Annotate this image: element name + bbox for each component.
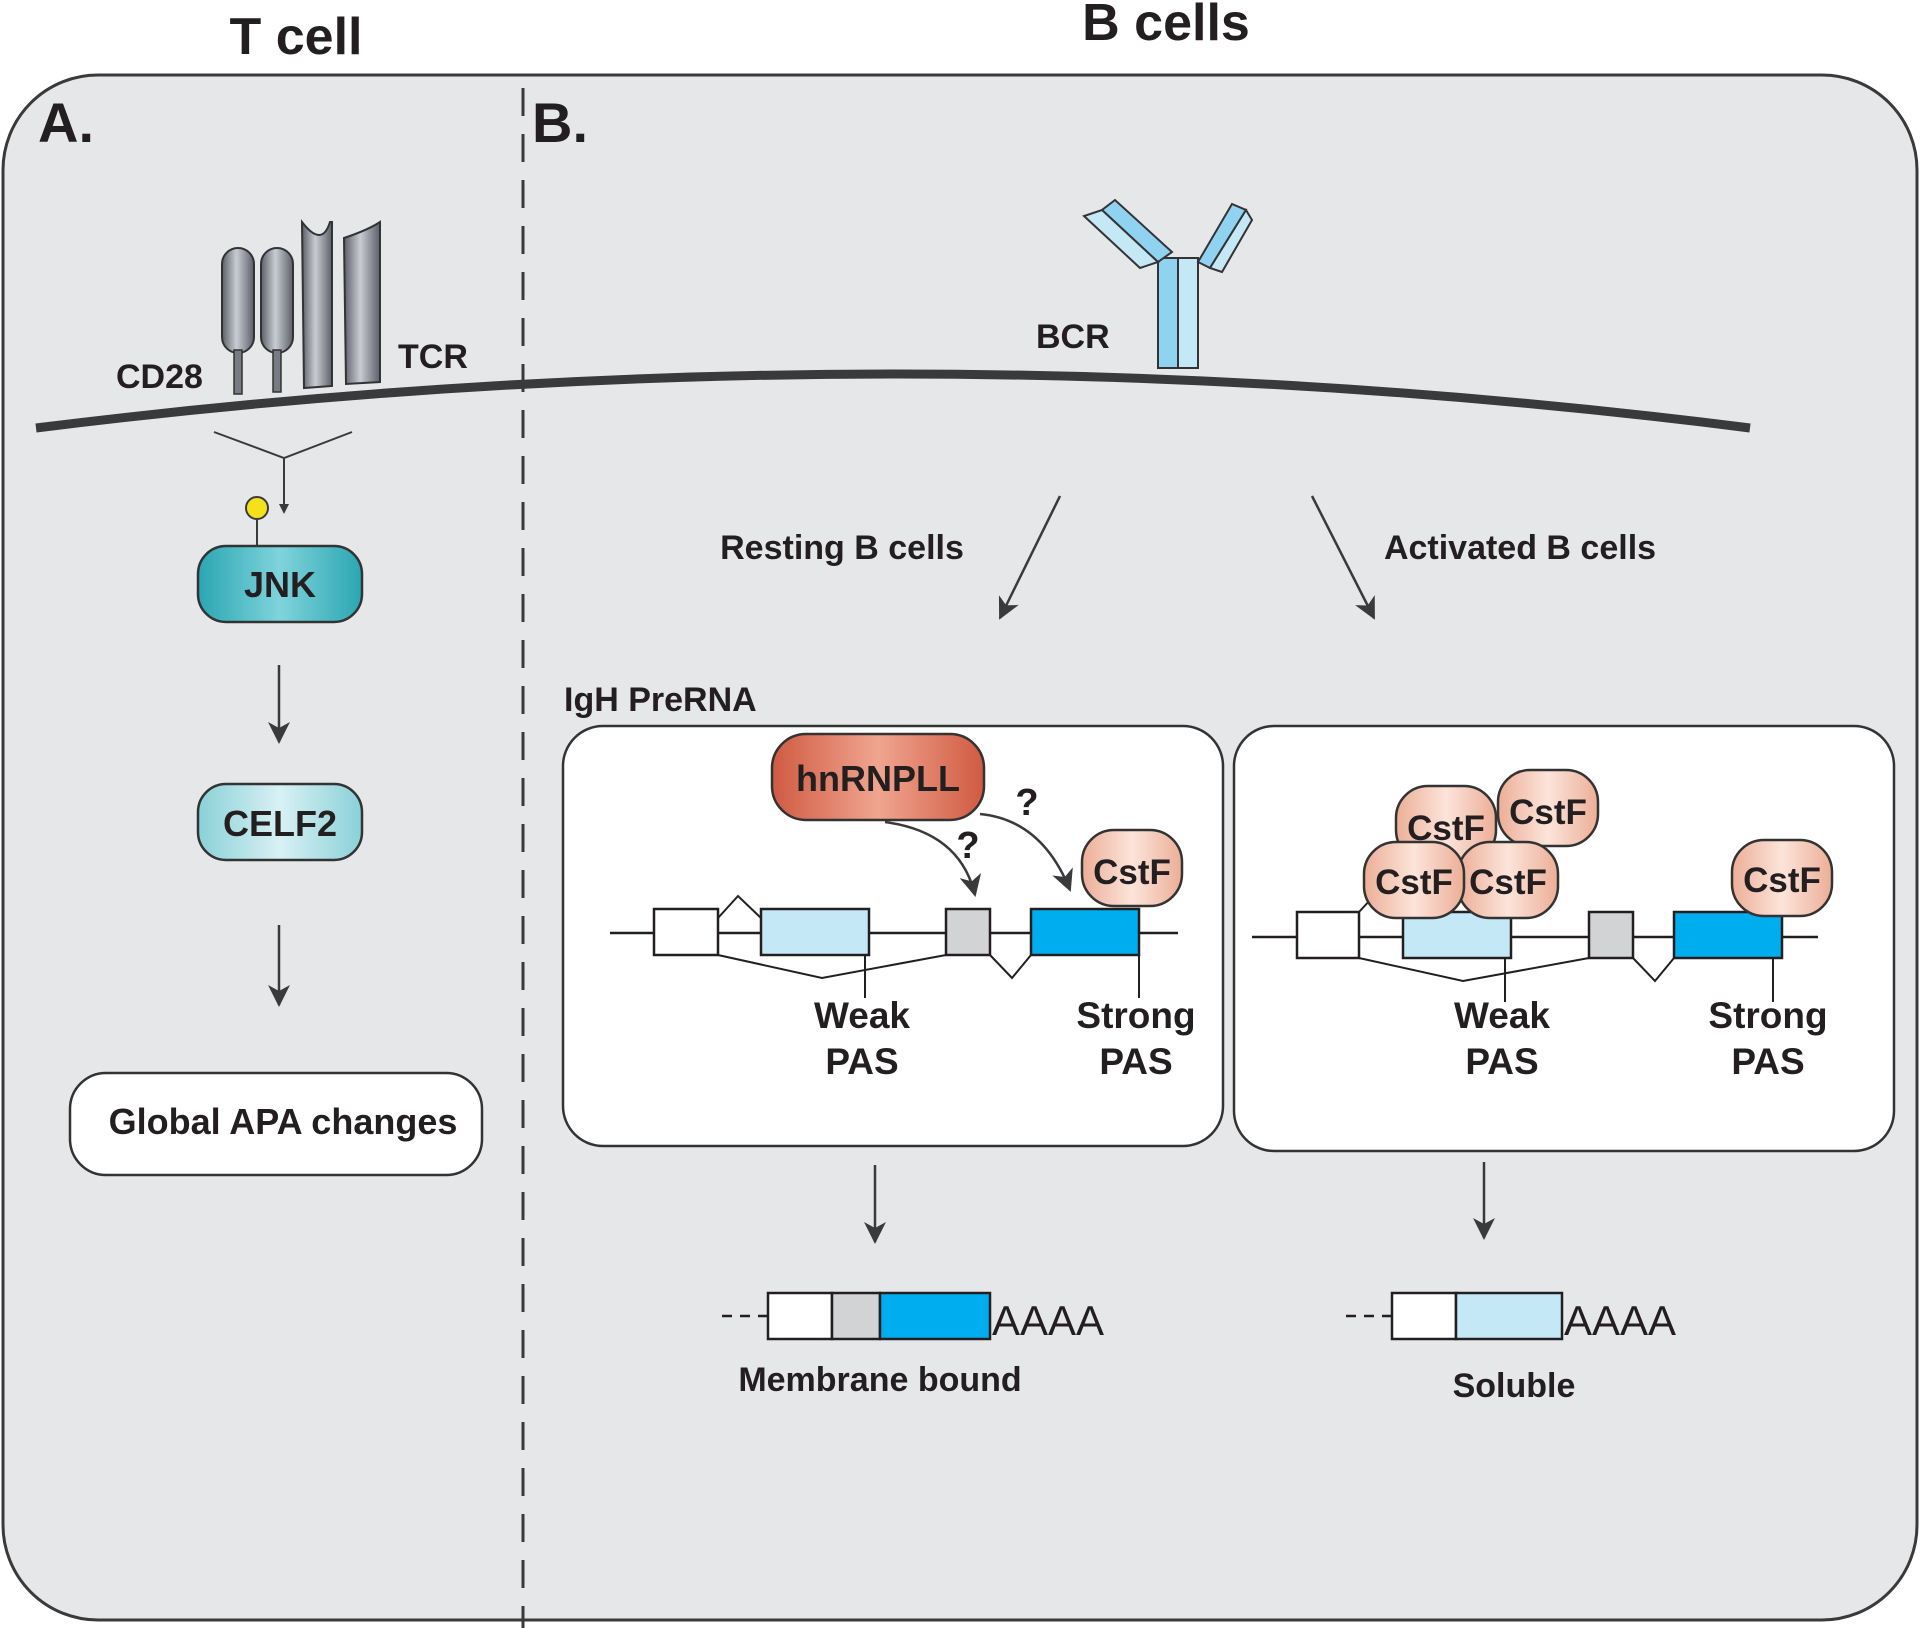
soluble-label: Soluble [1453,1367,1576,1405]
polya-tail: AAAA [992,1297,1104,1344]
strong-pas-label-line2: PAS [1099,1041,1172,1082]
weak-pas-label-line1: Weak [814,995,910,1036]
activated-box: CstF CstF CstF CstF CstF Weak PAS Strong… [1232,724,1896,1153]
grey-exon [1587,910,1635,960]
pre-rna-label: IgH PreRNA [564,681,757,719]
cstf-label: CstF [1469,863,1547,902]
b-cells-heading: B cells [1082,0,1250,52]
jnk-label: JNK [244,564,316,605]
hnrnpll-node [770,732,986,822]
soluble-mrna: AAAA [1346,1291,1676,1344]
exon-white [1295,910,1361,960]
cstf-node [1080,828,1184,908]
membrane-bound-mrna: AAAA [722,1291,1104,1344]
strong-pas-exon [1672,910,1784,960]
phospho-icon [245,496,269,520]
bcr-receptor [1082,198,1254,369]
cd28-receptor [221,247,294,395]
cstf-label: CstF [1743,861,1821,900]
global-apa-label: Global APA changes [109,1101,458,1142]
question-mark-2: ? [1015,782,1038,824]
celf2-label: CELF2 [223,803,337,844]
cstf-node [1362,840,1466,920]
hnrnpll-label: hnRNPLL [796,758,960,799]
hnrnpll-to-grey-arrow [884,820,982,897]
strong-pas-label-line1: Strong [1708,995,1827,1036]
polya-tail: AAAA [1564,1297,1676,1344]
activated-label: Activated B cells [1384,529,1656,567]
weak-pas-exon [759,907,871,957]
resting-box: hnRNPLL ? ? CstF Weak PAS Strong PAS [561,724,1225,1148]
activated-arrow [1310,495,1376,620]
resting-label: Resting B cells [720,529,964,567]
celf2-node [196,782,364,862]
t-cell-heading: T cell [230,8,363,66]
cstf-label: CstF [1093,853,1171,892]
plasma-membrane [35,369,1751,433]
signal-convergence [213,431,353,512]
cstf-node [1730,838,1834,918]
exon-white [652,907,720,957]
cstf-label: CstF [1375,863,1453,902]
panel-b-label: B. [532,91,588,154]
weak-pas-label-line1: Weak [1454,995,1550,1036]
grey-exon [944,907,992,957]
weak-pas-label-line2: PAS [1465,1041,1538,1082]
tcr-receptor [300,219,381,390]
panel-a-label: A. [38,91,94,154]
weak-pas-exon [1401,910,1513,960]
tcr-label: TCR [398,338,468,376]
question-mark-1: ? [956,825,979,867]
strong-pas-label-line2: PAS [1731,1041,1804,1082]
strong-pas-exon [1029,907,1141,957]
membrane-bound-label: Membrane bound [738,1361,1021,1399]
weak-pas-label-line2: PAS [825,1041,898,1082]
cstf-node [1496,768,1600,848]
jnk-node [196,544,364,624]
bcr-label: BCR [1036,318,1110,356]
resting-arrow [998,495,1062,620]
strong-pas-label-line1: Strong [1076,995,1195,1036]
cstf-label: CstF [1509,793,1587,832]
cd28-label: CD28 [116,358,203,396]
hnrnpll-to-strong-arrow [979,812,1073,892]
global-apa-box [68,1071,484,1177]
